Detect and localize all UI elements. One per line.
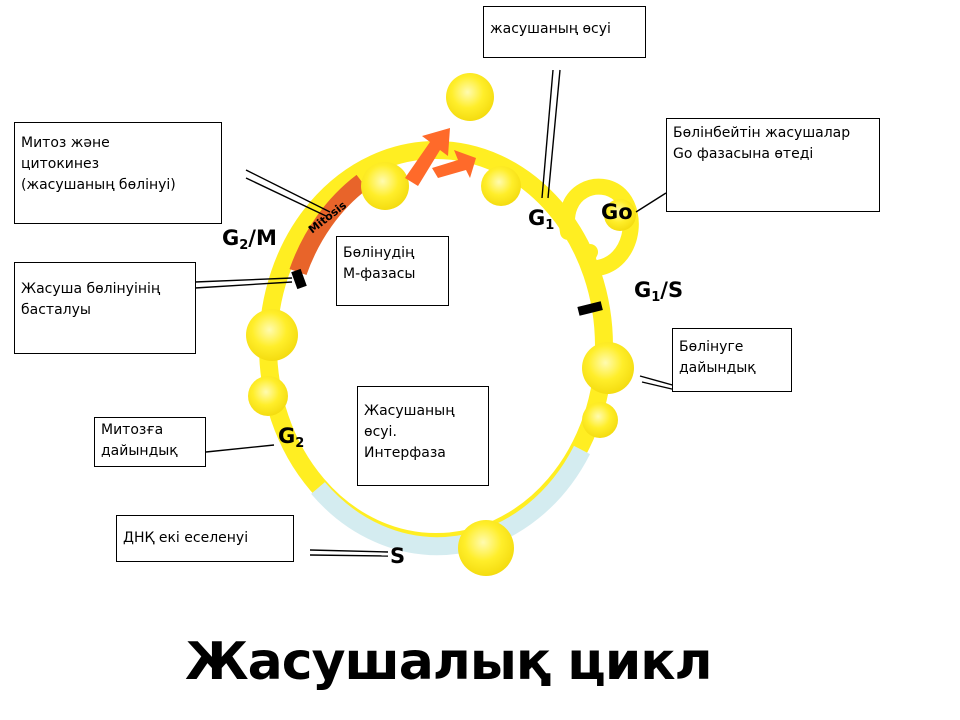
label-cell-growth: жасушаның өсуі [483, 6, 646, 58]
pointer-lines [194, 69, 677, 557]
cell [582, 402, 618, 438]
phase-label-g2: G2 [278, 424, 305, 451]
label-prep-division: Бөлінуге дайындық [672, 328, 792, 392]
division-arrow [405, 128, 450, 186]
label-division-start: Жасуша бөлінуінің басталуы [14, 262, 196, 354]
cell [246, 309, 298, 361]
division-arrow [432, 150, 476, 178]
label-go-phase: Бөлінбейтін жасушалар Go фазасына өтеді [666, 118, 880, 212]
label-dna-doubling: ДНҚ екі еселенуі [116, 515, 294, 562]
phase-label-s: S [390, 544, 406, 568]
cell [446, 73, 494, 121]
g1s-marker [577, 301, 603, 316]
phase-label-g1s: G1/S [634, 278, 684, 305]
phase-label-g2m: G2/M [222, 226, 277, 253]
label-prep-mitosis: Митозға дайындық [94, 417, 206, 467]
cell [604, 199, 636, 231]
cell [582, 342, 634, 394]
cell [481, 166, 521, 206]
label-m-phase: Бөлінудің М-фазасы [336, 236, 449, 306]
phase-label-g1: G1 [528, 206, 555, 233]
page-title: Жасушалық цикл [185, 632, 713, 692]
phase-label-go: Go [601, 200, 633, 224]
g2m-marker [291, 268, 307, 290]
mitosis-arc [289, 174, 368, 276]
label-mitosis-cytokinesis: Митоз және цитокинез (жасушаның бөлінуі) [14, 122, 222, 224]
cell [458, 520, 514, 576]
cell [248, 376, 288, 416]
s-phase-arc [311, 445, 591, 556]
ring-cells [246, 73, 636, 576]
cell [361, 162, 409, 210]
label-interphase: Жасушаның өсуі. Интерфаза [357, 386, 489, 486]
